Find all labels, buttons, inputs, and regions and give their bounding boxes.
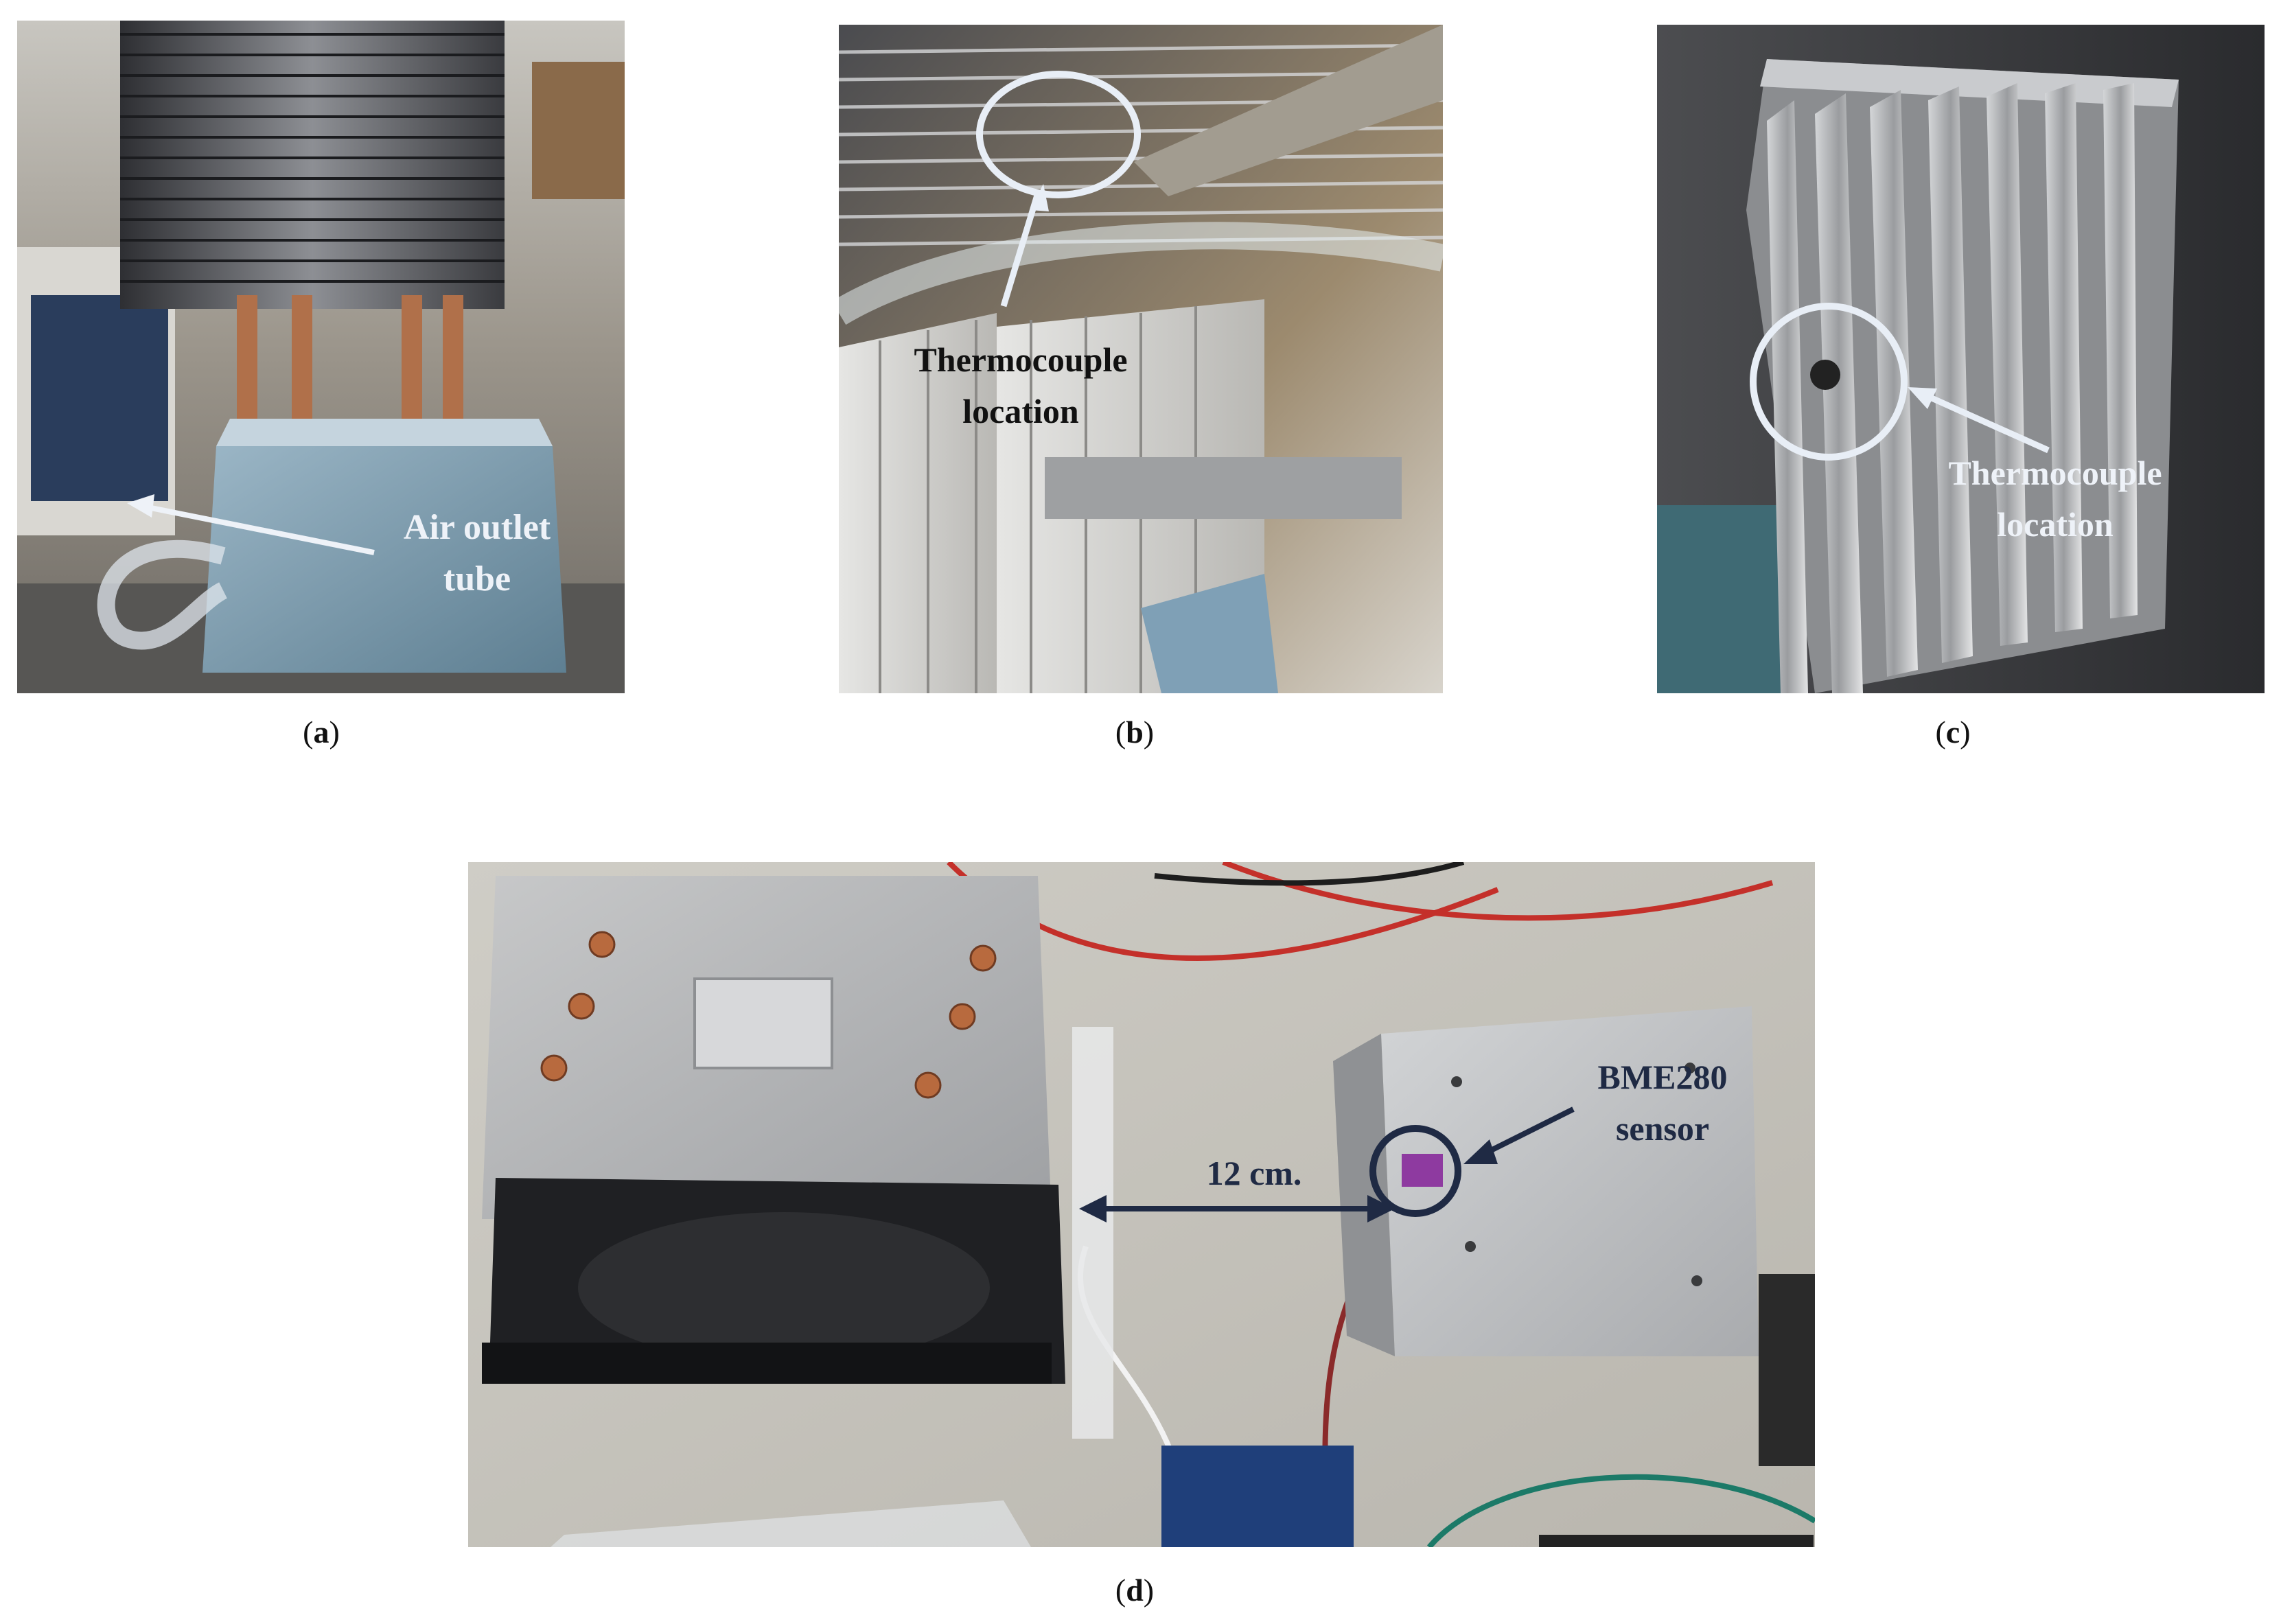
- arrow-head: [1908, 387, 1937, 409]
- cooler-fan: [482, 1178, 1065, 1384]
- annotation-arrow: [133, 502, 375, 555]
- annotation-arrow: [1917, 388, 2050, 454]
- annotation-arrow: [1000, 192, 1041, 308]
- bme280-board: [1402, 1154, 1443, 1187]
- caption-letter: a: [313, 715, 329, 750]
- sensor-label-line2: sensor: [1616, 1109, 1709, 1148]
- arduino-board: [1161, 1446, 1354, 1547]
- distance-label: 12 cm.: [1207, 1154, 1302, 1192]
- annotation-label-line2: tube: [443, 559, 511, 599]
- heatsink-fins: [1767, 83, 2138, 693]
- annotation-label-line1: Air outlet: [404, 508, 551, 547]
- highlight-circle: [1750, 303, 1908, 461]
- photo-c-scene: Thermocouple location: [1657, 25, 2265, 693]
- cooler-top-plate: [482, 876, 1052, 1219]
- photo-panel-a: Air outlet tube: [17, 21, 625, 693]
- highlight-circle: [976, 71, 1141, 198]
- caption-letter: d: [1126, 1573, 1144, 1608]
- annotation-label-line2: location: [962, 392, 1079, 430]
- blue-block: [202, 419, 566, 673]
- heat-pipe-caps: [540, 931, 997, 1099]
- sensor-heatsink-box: [1381, 1006, 1759, 1356]
- caption-letter: b: [1126, 715, 1144, 750]
- caption-letter: c: [1945, 715, 1960, 750]
- caption-b: (b): [1115, 715, 1155, 750]
- caption-c: (c): [1935, 715, 1971, 750]
- clear-stand: [551, 1500, 1031, 1547]
- clear-tube: [839, 222, 1443, 325]
- photo-panel-d: 12 cm. BME280 sensor: [468, 862, 1815, 1547]
- photo-panel-c: Thermocouple location: [1657, 25, 2265, 693]
- sensor-annotation-arrow: [1476, 1106, 1575, 1160]
- arrow-head: [1030, 184, 1049, 211]
- arrow-head-left: [1079, 1195, 1107, 1222]
- photo-d-scene: 12 cm. BME280 sensor: [468, 862, 1815, 1547]
- annotation-label-line2: location: [1997, 505, 2114, 544]
- blue-block: [1141, 574, 1278, 693]
- annotation-label-line1: Thermocouple: [1948, 454, 2162, 492]
- caption-a: (a): [303, 715, 340, 750]
- photo-panel-b: Thermocouple location: [839, 25, 1443, 693]
- arrow-head: [127, 494, 154, 518]
- photo-b-scene: Thermocouple location: [839, 25, 1443, 693]
- caption-d: (d): [1115, 1573, 1155, 1608]
- arrow-head-right: [1367, 1195, 1395, 1222]
- sensor-highlight-circle: [1369, 1125, 1461, 1217]
- photo-a-scene: Air outlet tube: [17, 21, 625, 693]
- sensor-label-line1: BME280: [1598, 1058, 1728, 1096]
- annotation-label-line1: Thermocouple: [914, 340, 1127, 379]
- heat-pipe: [1134, 25, 1443, 196]
- air-outlet-tube: [97, 540, 228, 650]
- arrow-head: [1463, 1139, 1498, 1164]
- heatsink-fins: [120, 21, 505, 309]
- metal-bracket: [1045, 457, 1402, 519]
